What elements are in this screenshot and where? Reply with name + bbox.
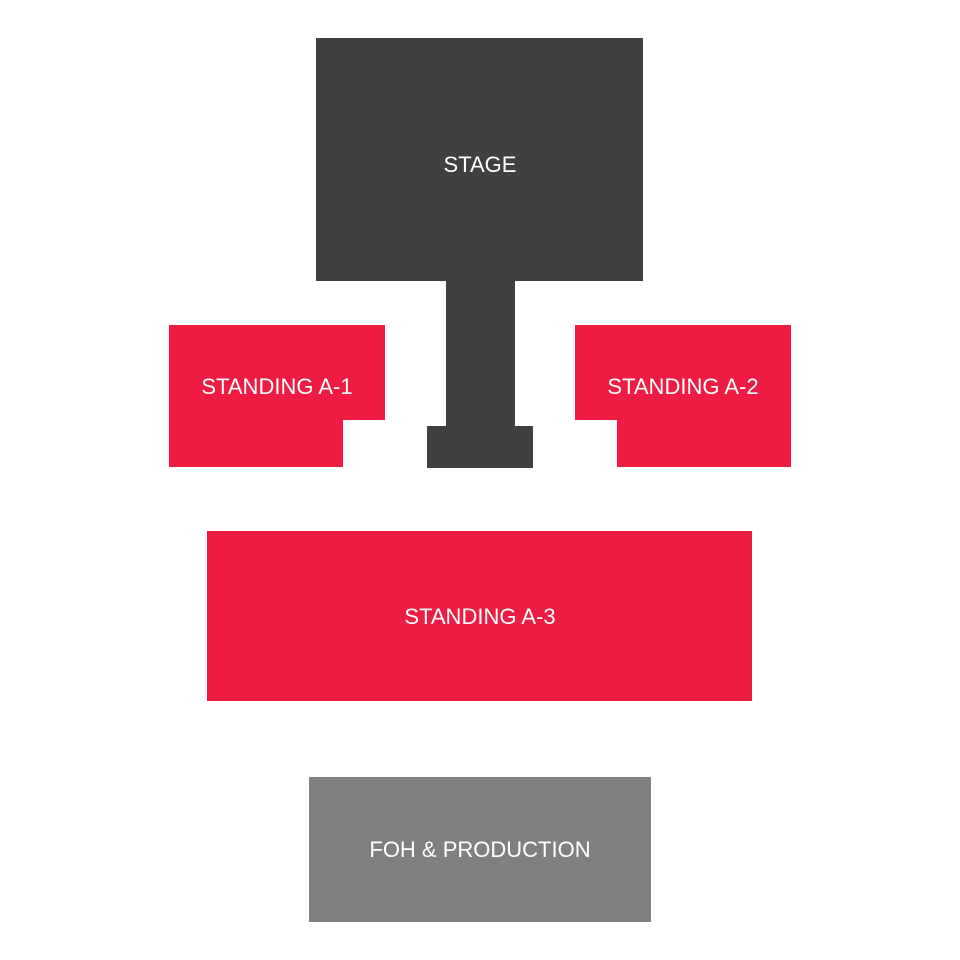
stage-section[interactable] — [316, 38, 643, 468]
foh-production-section — [309, 777, 651, 922]
standing-a1-section[interactable] — [169, 325, 385, 467]
standing-a3-section[interactable] — [207, 531, 752, 701]
standing-a2-section[interactable] — [575, 325, 791, 467]
